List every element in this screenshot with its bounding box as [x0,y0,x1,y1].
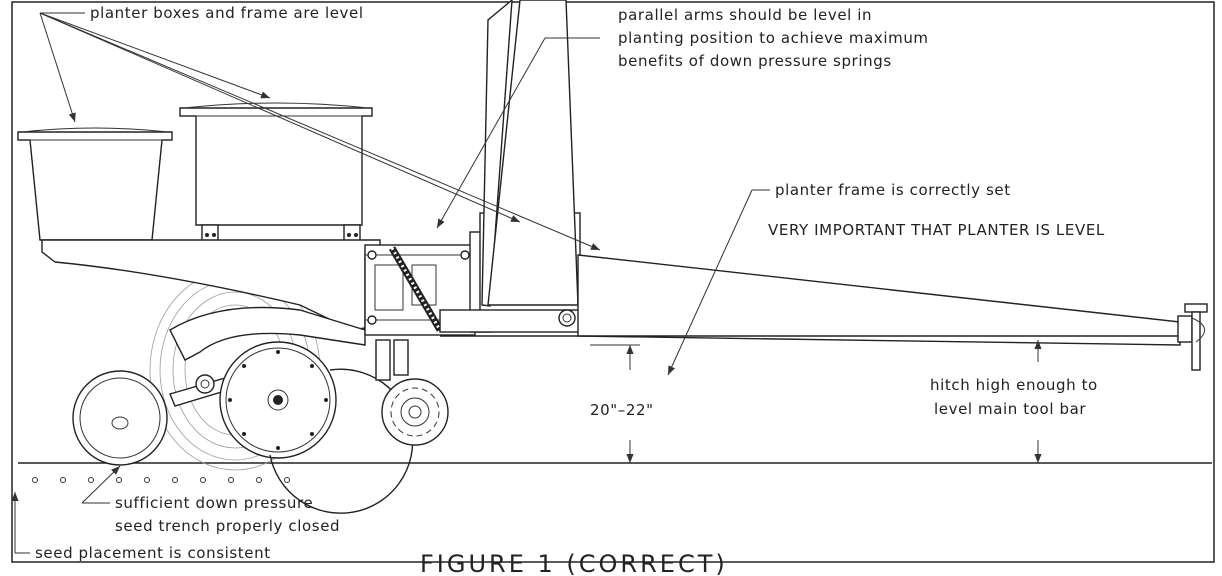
height-dimension [590,344,640,463]
label-seed-placement: seed placement is consistent [35,544,271,562]
label-parallel-arms-2: planting position to achieve maximum [618,29,929,47]
seed-dots [32,477,290,483]
row-cleaner [375,339,449,446]
label-boxes-level: planter boxes and frame are level [90,4,364,22]
label-frame-set: planter frame is correctly set [775,181,1011,199]
label-hitch-1: hitch high enough to [930,376,1098,394]
diagram-border [11,1,1215,563]
label-hitch-2: level main tool bar [934,400,1086,418]
hitch [1177,303,1208,371]
label-down-pressure: sufficient down pressure [115,494,313,512]
planter-frame [41,239,381,361]
down-pressure-spring [388,246,444,332]
label-parallel-arms-1: parallel arms should be level in [618,6,872,24]
seed-box-right [179,102,373,242]
tool-bar [440,254,1181,346]
closing-wheel-front [72,370,229,466]
figure-title: FIGURE 1 (CORRECT) [420,550,728,576]
label-parallel-arms-3: benefits of down pressure springs [618,52,892,70]
label-very-important: VERY IMPORTANT THAT PLANTER IS LEVEL [768,221,1105,239]
label-height-range: 20"–22" [590,401,654,419]
leader-lines [11,12,770,554]
gauge-wheel [219,341,337,459]
toolbar-bracket [439,0,594,333]
seed-box-left [17,127,173,241]
label-trench-closed: seed trench properly closed [115,517,340,535]
